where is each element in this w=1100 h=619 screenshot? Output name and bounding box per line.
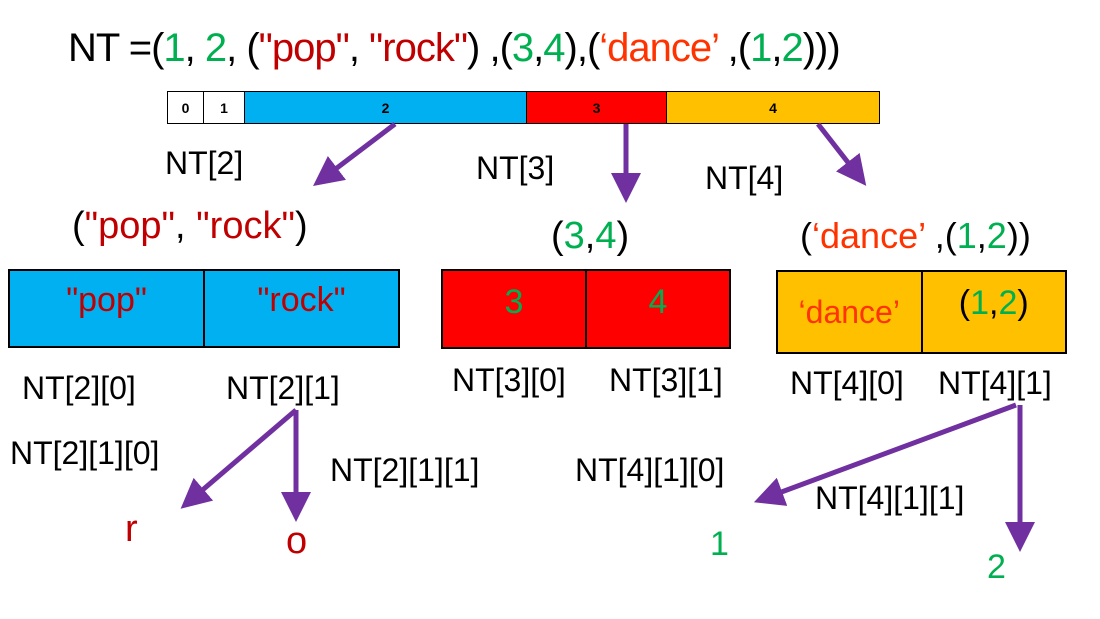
label-nt4-1-0: NT[4][1][0] (575, 452, 725, 488)
cell-pop: "pop" (10, 271, 205, 346)
cell-4: 4 (648, 283, 668, 321)
cell-inner-tuple: (1,2) (958, 284, 1029, 322)
index-bar: 0 1 2 3 4 (167, 91, 880, 124)
arrow-nt2 (313, 122, 397, 187)
cell-3: 3 (443, 271, 587, 347)
result-o: o (286, 520, 308, 562)
label-nt3-0: NT[3][0] (452, 362, 566, 398)
cell-rock: "rock" (257, 281, 346, 319)
tuple-definition: NT =(1, 2, ("pop", "rock") ,(3,4),(‘danc… (68, 26, 841, 70)
tuple-nt3: (3,4) (551, 215, 630, 257)
index-cell-2: 2 (245, 92, 527, 123)
label-nt3-1: NT[3][1] (609, 362, 723, 398)
result-1: 1 (710, 525, 729, 563)
cell-dance: ‘dance’ (778, 272, 923, 352)
label-nt2-0: NT[2][0] (22, 370, 136, 406)
index-cell-0: 0 (168, 92, 204, 123)
label-nt4-1: NT[4][1] (938, 365, 1052, 401)
result-r: r (125, 508, 138, 550)
arrow-nt410 (753, 402, 1017, 506)
box-nt2: "pop" "rock" (8, 269, 400, 348)
result-2: 2 (987, 548, 1006, 586)
label-nt2-1-1: NT[2][1][1] (330, 452, 480, 488)
label-nt2: NT[2] (165, 145, 244, 181)
label-nt2-1: NT[2][1] (226, 370, 340, 406)
index-cell-1: 1 (204, 92, 245, 123)
tuple-nt4: (‘dance’ ,(1,2)) (800, 215, 1031, 256)
label-nt4-1-1: NT[4][1][1] (815, 480, 965, 516)
arrow-nt210 (180, 408, 298, 509)
box-nt3: 3 4 (441, 269, 731, 349)
box-nt4: ‘dance’ (1,2) (776, 270, 1067, 354)
label-nt3: NT[3] (476, 150, 555, 186)
index-cell-3: 3 (527, 92, 667, 123)
tuple-nt2: ("pop", "rock") (72, 205, 308, 247)
index-cell-4: 4 (667, 92, 879, 123)
label-nt2-1-0: NT[2][1][0] (10, 435, 160, 471)
label-nt4: NT[4] (705, 160, 784, 196)
arrow-nt4 (816, 122, 867, 186)
label-nt4-0: NT[4][0] (790, 365, 904, 401)
